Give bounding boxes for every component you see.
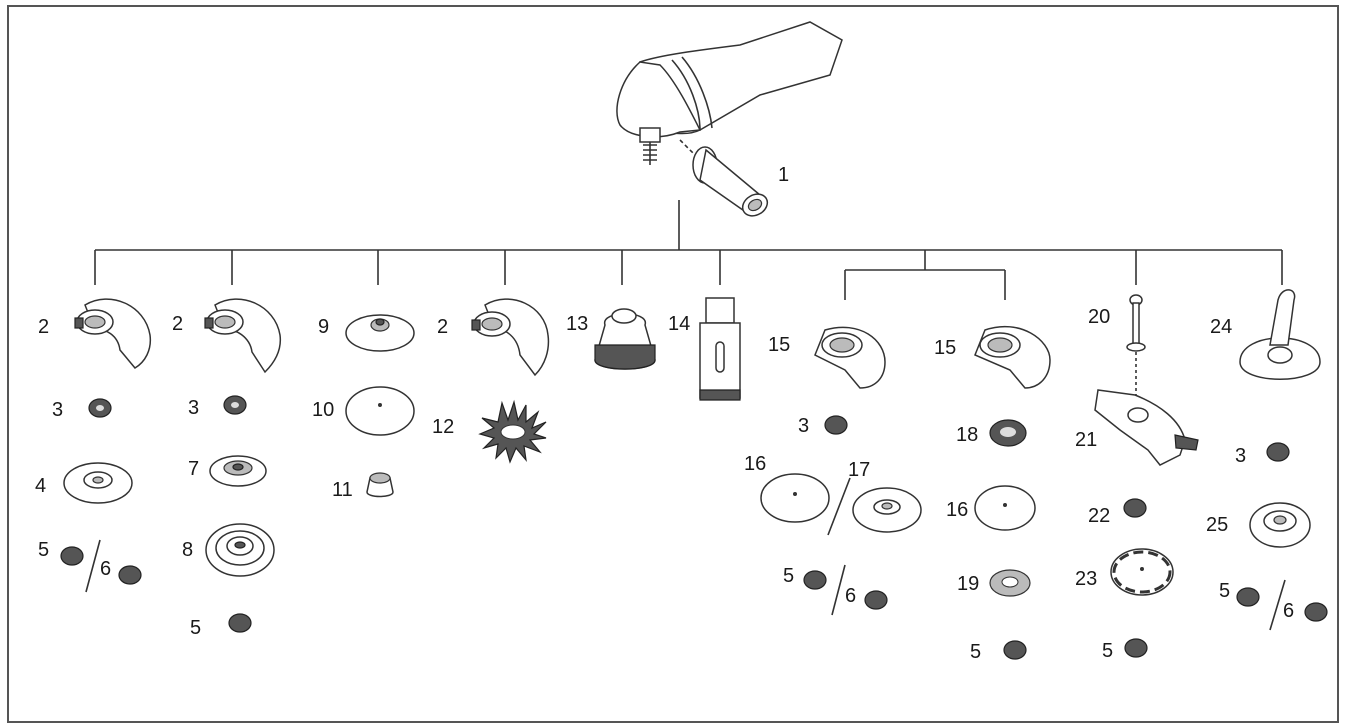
nuts-5-6-col7 [803,564,888,616]
wire-brush-12 [478,399,547,464]
label-8: 8 [182,539,193,561]
label-11: 11 [332,479,353,501]
label-5-col2: 5 [190,617,201,639]
label-25: 25 [1206,514,1228,536]
label-2-col4: 2 [437,316,448,338]
label-13: 13 [566,313,588,335]
flange-7 [209,455,267,487]
guard-col2 [204,298,282,374]
label-3-col7: 3 [798,415,809,437]
nut-5-col2 [228,613,252,633]
label-21: 21 [1075,429,1097,451]
label-5-col1: 5 [38,539,49,561]
label-14: 14 [668,313,690,335]
side-handle [679,139,769,217]
diamond-disc-23 [1110,548,1174,596]
guard-col4 [471,298,550,377]
label-2-col2: 2 [172,313,183,335]
label-3-col10: 3 [1235,445,1246,467]
label-1: 1 [778,164,789,186]
label-6-col7: 6 [845,585,856,607]
label-2-col1: 2 [38,316,49,338]
label-18: 18 [956,424,978,446]
label-9: 9 [318,316,329,338]
nut-3-col1 [88,398,112,418]
nuts-5-6-col1 [60,539,142,593]
label-6-col10: 6 [1283,600,1294,622]
grinder-body [616,21,843,165]
nut-11 [366,472,394,498]
backing-pad-9 [345,314,415,352]
bolt-20 [1126,294,1146,395]
label-12: 12 [432,416,454,438]
guard-15-right [974,325,1051,389]
disc-16-left [760,473,830,523]
nut-3-col2 [223,395,247,415]
label-17: 17 [848,459,870,481]
label-24: 24 [1210,316,1232,338]
label-16-left: 16 [744,453,766,475]
connector-tree [94,200,1283,300]
diagram-frame [7,5,1339,723]
label-19: 19 [957,573,979,595]
flange-19 [989,569,1031,597]
label-4: 4 [35,475,46,497]
label-5-col7: 5 [783,565,794,587]
flange-4 [63,462,133,504]
guard-15-left [814,326,886,389]
disc-10 [345,386,415,436]
flange-25 [1249,502,1311,548]
label-10: 10 [312,399,334,421]
label-3-col2: 3 [188,397,199,419]
label-22: 22 [1088,505,1110,527]
label-7: 7 [188,458,199,480]
cup-brush-13 [594,308,656,370]
nut-5-col9 [1124,638,1148,658]
label-5-col8: 5 [970,641,981,663]
flange-18 [989,419,1027,447]
flange-8 [205,523,275,577]
guard-col1 [74,298,152,369]
label-5-col9: 5 [1102,640,1113,662]
label-15-right: 15 [934,337,956,359]
slash-16-17 [827,477,851,536]
label-16-right: 16 [946,499,968,521]
core-bit-14 [699,297,741,401]
label-23: 23 [1075,568,1097,590]
label-5-col10: 5 [1219,580,1230,602]
label-20: 20 [1088,306,1110,328]
nuts-5-6-col10 [1236,579,1328,631]
dust-hood-24 [1239,289,1321,380]
label-15-left: 15 [768,334,790,356]
label-6-col1: 6 [100,558,111,580]
cutting-guard-21 [1094,389,1199,466]
disc-16-right [974,485,1036,531]
nut-22 [1123,498,1147,518]
label-3-col1: 3 [52,399,63,421]
nut-3-col7 [824,415,848,435]
nut-3-col10 [1266,442,1290,462]
nut-5-col8 [1003,640,1027,660]
flange-17 [852,487,922,533]
